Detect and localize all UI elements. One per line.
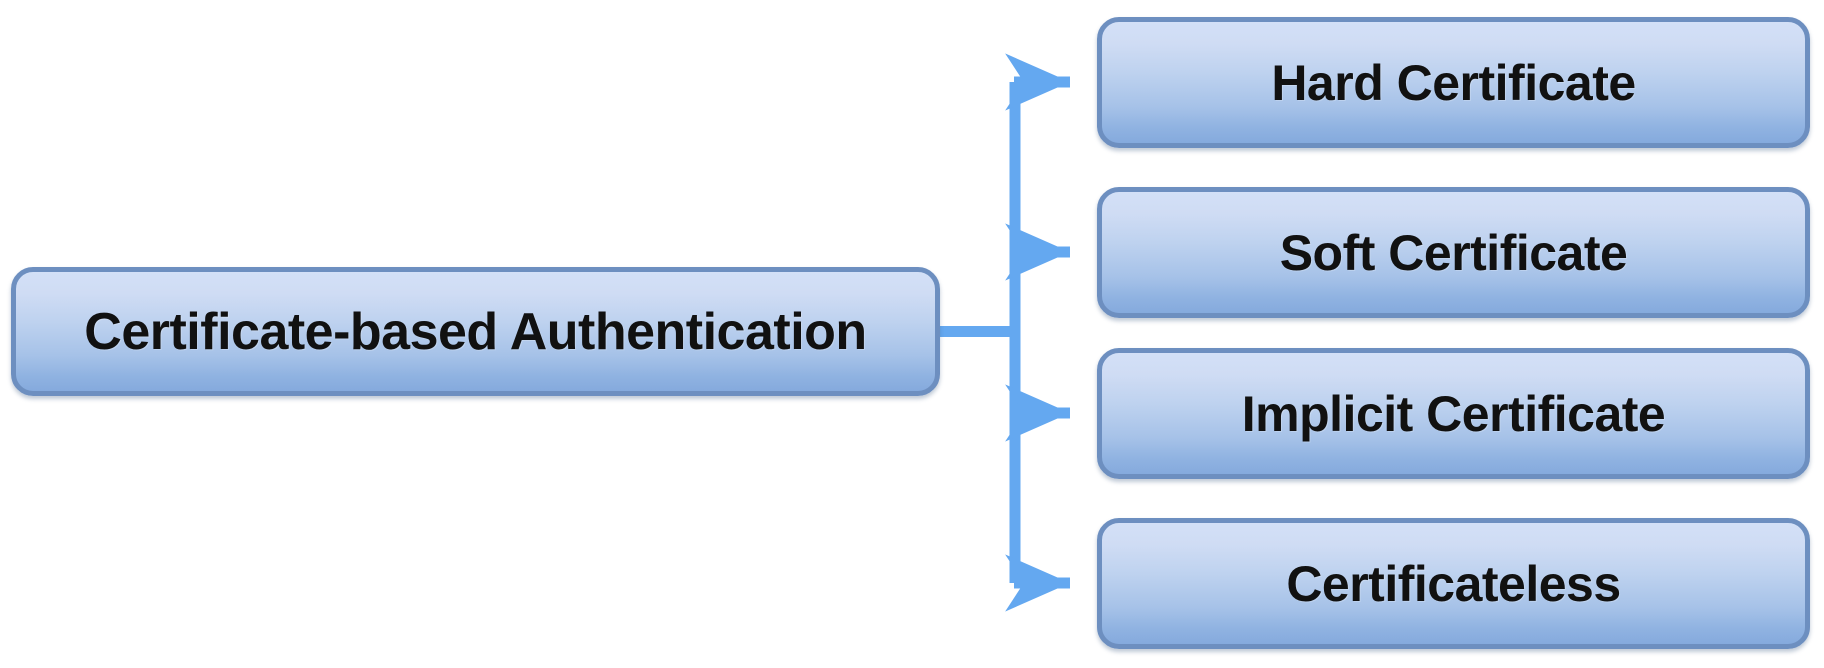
node-child-label: Soft Certificate [1279, 224, 1628, 281]
node-implicit-certificate[interactable]: Implicit Certificate [1097, 348, 1810, 479]
node-certificate-based-authentication[interactable]: Certificate-based Authentication [11, 267, 940, 396]
node-child-label: Implicit Certificate [1241, 385, 1666, 442]
node-soft-certificate[interactable]: Soft Certificate [1097, 187, 1810, 318]
node-certificateless[interactable]: Certificateless [1097, 518, 1810, 649]
node-root-label: Certificate-based Authentication [84, 302, 867, 361]
node-hard-certificate[interactable]: Hard Certificate [1097, 17, 1810, 148]
node-child-label: Hard Certificate [1271, 54, 1636, 111]
node-child-label: Certificateless [1286, 555, 1621, 612]
